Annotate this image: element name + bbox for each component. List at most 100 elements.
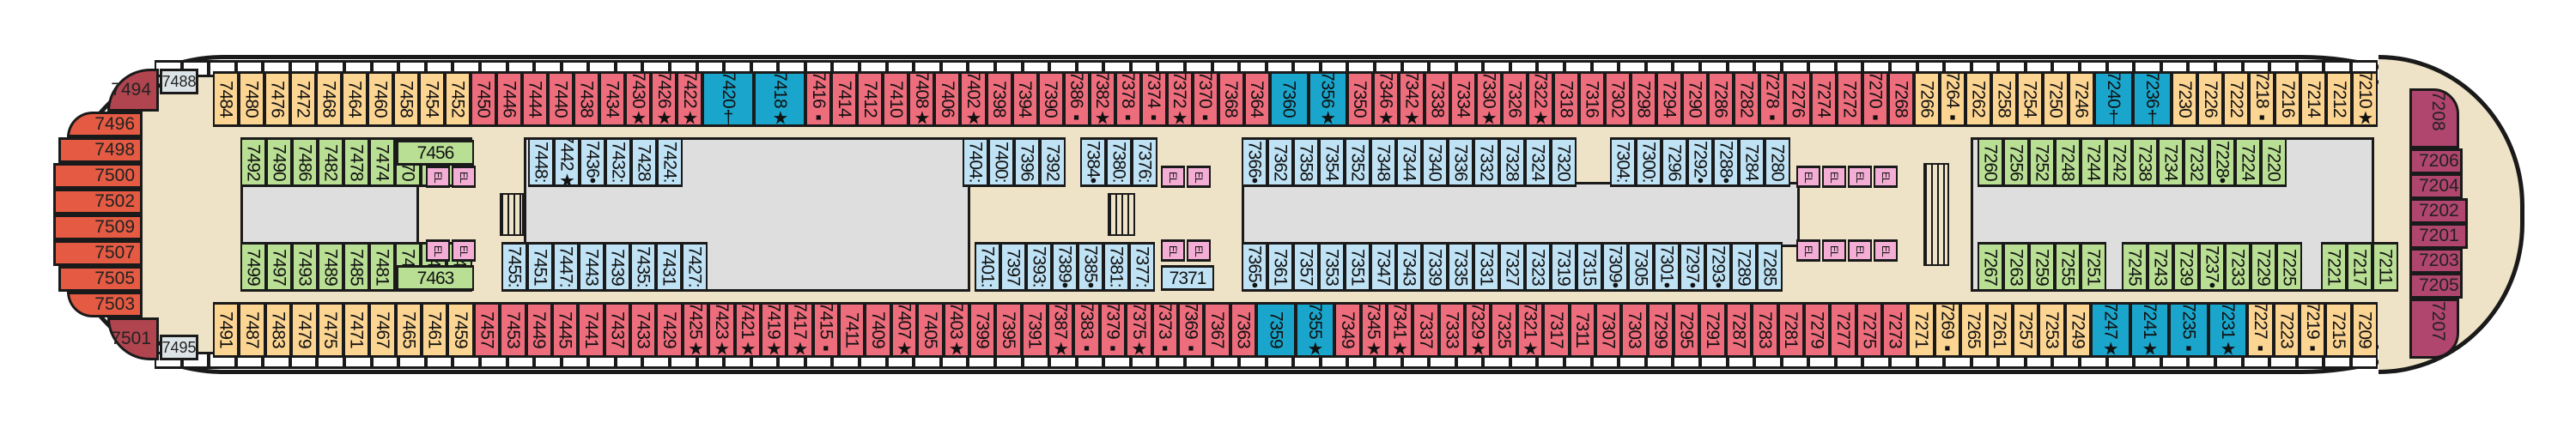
cabin-7316[interactable]: 7316	[1578, 71, 1605, 127]
cabin-7262[interactable]: 7262	[1965, 71, 1992, 127]
cabin-7447[interactable]: 7447:	[553, 242, 579, 292]
cabin-7231[interactable]: 7231★	[2208, 302, 2248, 358]
cabin-7282[interactable]: 7282	[1733, 71, 1759, 127]
cabin-7409[interactable]: 7409	[865, 302, 891, 358]
cabin-7377[interactable]: 7377:	[1129, 242, 1155, 292]
cabin-7385[interactable]: 7385•	[1078, 242, 1103, 292]
cabin-7203[interactable]: 7203	[2409, 248, 2463, 274]
cabin-7444[interactable]: 7444	[522, 71, 549, 127]
cabin-7330[interactable]: 7330★	[1475, 71, 1502, 127]
cabin-7480[interactable]: 7480	[239, 71, 265, 127]
cabin-7275[interactable]: 7275	[1856, 302, 1883, 358]
cabin-7428[interactable]: 7428	[631, 137, 657, 187]
cabin-7241[interactable]: 7241★	[2129, 302, 2170, 358]
cabin-7456[interactable]: 7456	[397, 140, 474, 166]
cabin-7448[interactable]: 7448:	[528, 137, 554, 187]
cabin-7251[interactable]: 7251	[2081, 242, 2106, 292]
cabin-7401[interactable]: 7401:	[975, 242, 1000, 292]
cabin-7305[interactable]: 7305	[1628, 242, 1654, 292]
cabin-7299[interactable]: 7299	[1647, 302, 1674, 358]
cabin-7405[interactable]: 7405	[917, 302, 944, 358]
cabin-7288[interactable]: 7288•	[1713, 137, 1739, 187]
cabin-7244[interactable]: 7244	[2081, 137, 2106, 187]
cabin-7417[interactable]: 7417★	[787, 302, 813, 358]
cabin-7212[interactable]: 7212	[2326, 71, 2353, 127]
cabin-7452[interactable]: 7452	[445, 71, 471, 127]
cabin-7260[interactable]: 7260	[1978, 137, 2003, 187]
cabin-7403[interactable]: 7403★	[943, 302, 969, 358]
cabin-7336[interactable]: 7336	[1448, 137, 1473, 187]
cabin-7303[interactable]: 7303	[1621, 302, 1648, 358]
cabin-7227[interactable]: 7227▪	[2247, 302, 2274, 358]
cabin-7302[interactable]: 7302	[1604, 71, 1631, 127]
cabin-7257[interactable]: 7257	[2012, 302, 2039, 358]
cabin-7395[interactable]: 7395	[995, 302, 1022, 358]
cabin-7253[interactable]: 7253	[2038, 302, 2065, 358]
cabin-7250[interactable]: 7250	[2043, 71, 2069, 127]
cabin-7286[interactable]: 7286	[1707, 71, 1734, 127]
cabin-7376[interactable]: 7376:	[1132, 137, 1157, 187]
cabin-7505[interactable]: 7505	[58, 266, 143, 292]
cabin-7458[interactable]: 7458	[393, 71, 420, 127]
cabin-7285[interactable]: 7285	[1757, 242, 1783, 292]
cabin-7422[interactable]: 7422★	[677, 71, 703, 127]
cabin-7438[interactable]: 7438	[574, 71, 600, 127]
cabin-7366[interactable]: 7366•	[1242, 137, 1267, 187]
cabin-7329[interactable]: 7329★	[1465, 302, 1492, 358]
cabin-7426[interactable]: 7426★	[651, 71, 677, 127]
cabin-7339[interactable]: 7339	[1422, 242, 1448, 292]
cabin-7404[interactable]: 7404:	[963, 137, 988, 187]
cabin-7300[interactable]: 7300:	[1636, 137, 1662, 187]
cabin-7509[interactable]: 7509	[53, 214, 143, 240]
cabin-7242[interactable]: 7242	[2106, 137, 2132, 187]
cabin-7412[interactable]: 7412	[857, 71, 884, 127]
cabin-7341[interactable]: 7341★	[1386, 302, 1413, 358]
cabin-7337[interactable]: 7337	[1413, 302, 1439, 358]
cabin-7309[interactable]: 7309•	[1602, 242, 1628, 292]
cabin-7431[interactable]: 7431	[656, 242, 682, 292]
cabin-7362[interactable]: 7362	[1267, 137, 1293, 187]
cabin-7501[interactable]: 7501	[107, 317, 159, 360]
cabin-7224[interactable]: 7224	[2235, 137, 2261, 187]
cabin-7230[interactable]: 7230	[2172, 71, 2198, 127]
cabin-7390[interactable]: 7390	[1037, 71, 1064, 127]
cabin-7202[interactable]: 7202	[2409, 198, 2468, 224]
cabin-7344[interactable]: 7344	[1396, 137, 1422, 187]
cabin-7322[interactable]: 7322★	[1527, 71, 1553, 127]
cabin-7277[interactable]: 7277	[1830, 302, 1856, 358]
cabin-7474[interactable]: 7474	[369, 137, 395, 187]
cabin-7406[interactable]: 7406	[934, 71, 961, 127]
cabin-7497[interactable]: 7497	[266, 242, 292, 292]
cabin-7464[interactable]: 7464	[342, 71, 368, 127]
cabin-7386[interactable]: 7386▪	[1063, 71, 1090, 127]
cabin-7478[interactable]: 7478	[343, 137, 369, 187]
cabin-7483[interactable]: 7483	[264, 302, 292, 358]
cabin-7364[interactable]: 7364	[1243, 71, 1270, 127]
cabin-7266[interactable]: 7266	[1914, 71, 1941, 127]
cabin-7321[interactable]: 7321★	[1516, 302, 1544, 358]
cabin-7432[interactable]: 7432:	[605, 137, 631, 187]
cabin-7463[interactable]: 7463	[397, 265, 474, 291]
cabin-7361[interactable]: 7361	[1267, 242, 1293, 292]
cabin-7268[interactable]: 7268	[1888, 71, 1915, 127]
cabin-7476[interactable]: 7476	[264, 71, 291, 127]
cabin-7243[interactable]: 7243	[2148, 242, 2173, 292]
cabin-7315[interactable]: 7315	[1577, 242, 1602, 292]
cabin-7472[interactable]: 7472	[290, 71, 317, 127]
cabin-7304[interactable]: 7304:	[1610, 137, 1636, 187]
cabin-7471[interactable]: 7471	[343, 302, 370, 358]
cabin-7374[interactable]: 7374▪	[1140, 71, 1167, 127]
cabin-7479[interactable]: 7479	[291, 302, 318, 358]
cabin-7496[interactable]: 7496	[67, 112, 143, 137]
cabin-7363[interactable]: 7363	[1230, 302, 1256, 358]
cabin-7357[interactable]: 7357	[1293, 242, 1319, 292]
cabin-7284[interactable]: 7284	[1739, 137, 1765, 187]
cabin-7433[interactable]: 7433	[630, 302, 657, 358]
cabin-7264[interactable]: 7264▪	[1940, 71, 1966, 127]
cabin-7370[interactable]: 7370▪	[1192, 71, 1218, 127]
cabin-7248[interactable]: 7248	[2055, 137, 2081, 187]
cabin-7457[interactable]: 7457	[473, 302, 501, 358]
cabin-7228[interactable]: 7228•	[2209, 137, 2235, 187]
cabin-7204[interactable]: 7204	[2409, 173, 2463, 199]
cabin-7237[interactable]: 7237•	[2199, 242, 2225, 292]
